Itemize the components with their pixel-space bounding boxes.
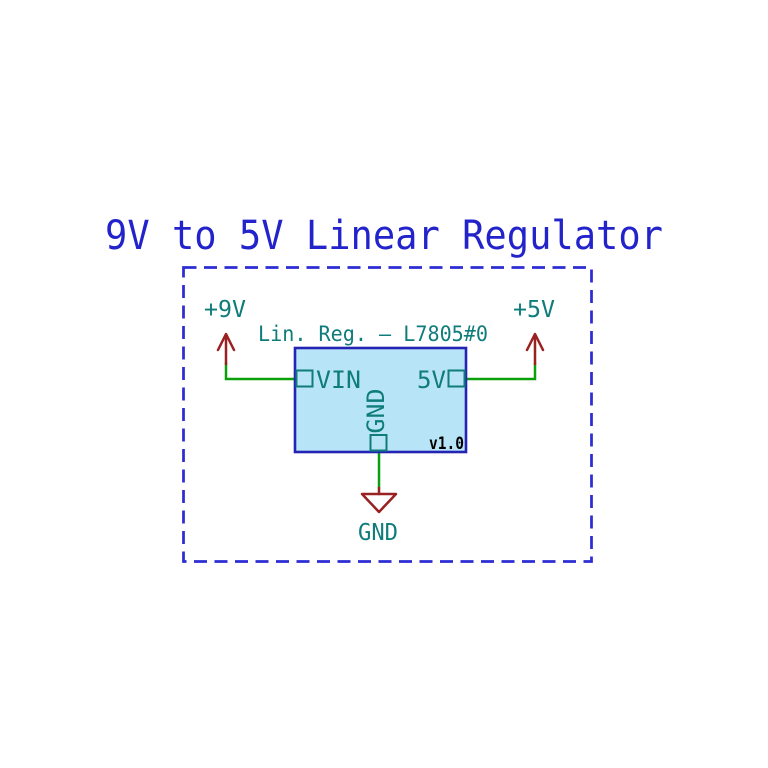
- pin-gnd-label: GND: [362, 389, 390, 434]
- power-label-9v: +9V: [204, 297, 246, 323]
- component-ref-label: Lin. Reg. — L7805#0: [258, 322, 488, 346]
- sheet-border: [182, 266, 593, 563]
- pin-vin: [295, 369, 314, 388]
- schematic-title: 9V to 5V Linear Regulator: [105, 213, 663, 259]
- pin-5v-label: 5V: [417, 366, 446, 394]
- pin-vin-label: VIN: [316, 366, 361, 394]
- power-flag-9v: +9V: [204, 297, 246, 366]
- arrow-up-icon: [216, 332, 236, 366]
- regulator-component: Lin. Reg. — L7805#0 VIN 5V GND v1.0: [258, 322, 488, 454]
- wire-output: [464, 361, 537, 381]
- ground-label: GND: [358, 520, 398, 546]
- arrow-up-icon: [525, 332, 545, 366]
- power-flag-5v: +5V: [513, 297, 555, 366]
- ground-symbol: GND: [358, 486, 398, 546]
- power-label-5v: +5V: [513, 297, 555, 323]
- pin-5v: [447, 369, 466, 388]
- ground-triangle-icon: [360, 486, 398, 514]
- pin-gnd: [369, 434, 388, 452]
- component-version-label: v1.0: [429, 434, 464, 453]
- wire-input: [224, 361, 297, 381]
